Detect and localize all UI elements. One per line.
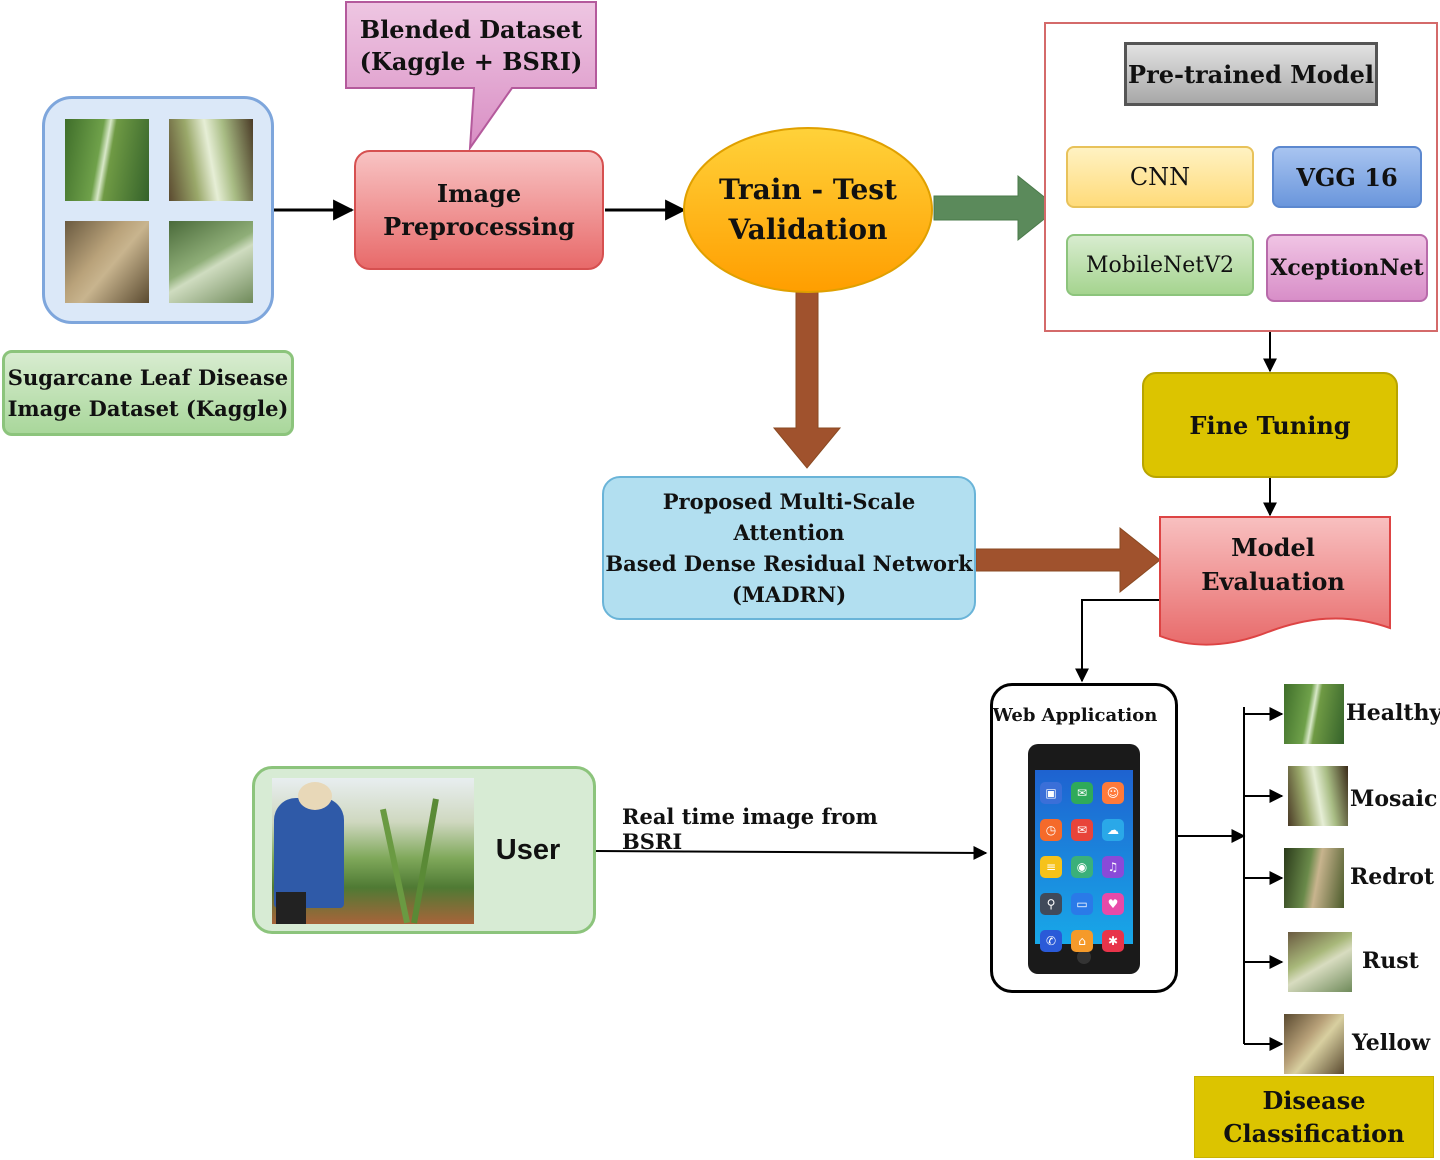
disease-classification-box: Disease Classification <box>1194 1076 1434 1158</box>
model-vgg16: VGG 16 <box>1272 146 1422 208</box>
home-app-icon: ⌂ <box>1071 930 1093 952</box>
blended-dataset-line2: (Kaggle + BSRI) <box>359 47 583 76</box>
model-xceptionnet: XceptionNet <box>1266 234 1428 302</box>
class-thumbnail-yellow <box>1284 1014 1344 1074</box>
phone-app-grid: ▣ ✉ ☺ ◷ ✉ ☁ ≡ ◉ ♫ ⚲ ▭ ♥ ✆ ⌂ ✱ <box>1040 782 1132 952</box>
user-label: User <box>495 833 561 866</box>
chat-app-icon: ✉ <box>1071 782 1093 804</box>
class-label-redrot: Redrot <box>1350 864 1435 890</box>
maps-app-icon: ◉ <box>1071 856 1093 878</box>
fine-tuning-box: Fine Tuning <box>1142 372 1398 478</box>
pretrained-model-title: Pre-trained Model <box>1124 42 1378 106</box>
model-cnn: CNN <box>1066 146 1254 208</box>
leaf-thumbnail <box>65 221 149 303</box>
class-label-healthy: Healthy <box>1346 700 1440 726</box>
blended-callout-shape <box>345 1 597 152</box>
music-app-icon: ♫ <box>1102 856 1124 878</box>
class-thumbnail-rust <box>1288 932 1352 992</box>
train-test-ellipse <box>683 127 933 293</box>
web-application-label: Web Application <box>992 704 1158 726</box>
class-thumbnail-healthy <box>1284 684 1344 744</box>
realtime-image-label: Real time image from BSRI <box>622 804 878 854</box>
cloud-app-icon: ☁ <box>1102 819 1124 841</box>
source-dataset-label: Sugarcane Leaf Disease Image Dataset (Ka… <box>2 350 294 436</box>
contacts-app-icon: ☺ <box>1102 782 1124 804</box>
farmer-photo <box>272 778 474 924</box>
green-block-arrow <box>933 174 1059 242</box>
leaf-thumbnail <box>65 119 149 201</box>
class-thumbnail-redrot <box>1284 848 1344 908</box>
folder-app-icon: ▭ <box>1071 893 1093 915</box>
notes-app-icon: ≡ <box>1040 856 1062 878</box>
clock-app-icon: ◷ <box>1040 819 1062 841</box>
settings-app-icon: ✱ <box>1102 930 1124 952</box>
proposed-madrn-box: Proposed Multi-Scale Attention Based Den… <box>602 476 976 620</box>
model-evaluation-shape <box>1159 516 1391 646</box>
dataset-image-tile <box>42 96 274 324</box>
image-preprocessing-box: Image Preprocessing <box>354 150 604 270</box>
mail-app-icon: ✉ <box>1071 819 1093 841</box>
camera-app-icon: ▣ <box>1040 782 1062 804</box>
blended-dataset-line1: Blended Dataset <box>359 15 583 44</box>
brown-block-arrow-down <box>772 291 842 469</box>
brown-block-arrow-right <box>975 526 1161 594</box>
leaf-thumbnail <box>169 221 253 303</box>
class-label-rust: Rust <box>1362 948 1419 974</box>
leaf-thumbnail <box>169 119 253 201</box>
search-app-icon: ⚲ <box>1040 893 1062 915</box>
model-evaluation-label: Model Evaluation <box>1201 533 1345 596</box>
blended-dataset-callout: Blended Dataset (Kaggle + BSRI) <box>346 8 596 84</box>
class-label-mosaic: Mosaic <box>1350 786 1438 812</box>
train-test-label: Train - Test Validation <box>719 173 897 246</box>
class-label-yellow: Yellow <box>1352 1030 1431 1056</box>
phone-app-icon: ✆ <box>1040 930 1062 952</box>
heart-app-icon: ♥ <box>1102 893 1124 915</box>
class-thumbnail-mosaic <box>1288 766 1348 826</box>
model-mobilenetv2: MobileNetV2 <box>1066 234 1254 296</box>
